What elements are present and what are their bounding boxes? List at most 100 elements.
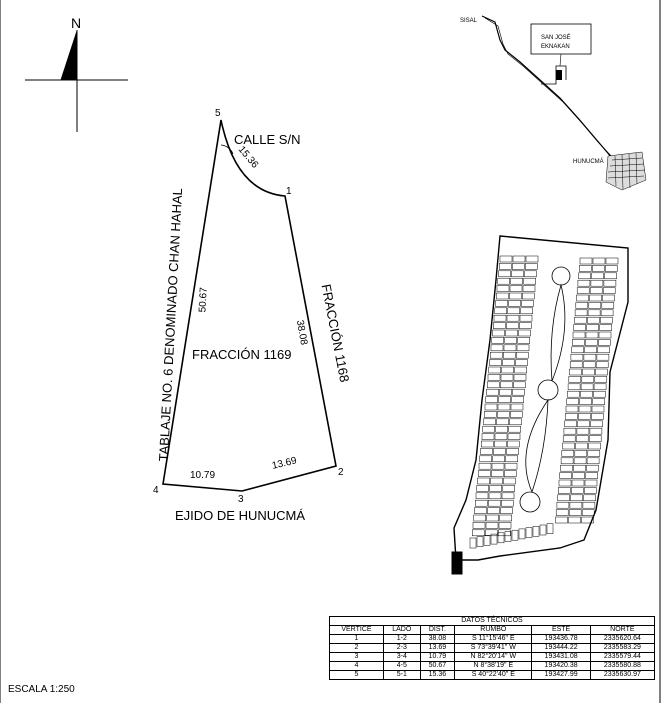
lot (598, 331, 612, 339)
lot (595, 368, 608, 376)
lot (592, 257, 606, 265)
lot (493, 314, 507, 322)
subdivision-plan (451, 235, 629, 575)
col-este: ESTE (531, 625, 591, 635)
lot (511, 270, 524, 278)
lot (556, 501, 570, 509)
lot (516, 344, 530, 352)
lot (519, 314, 533, 322)
lot (495, 425, 508, 433)
lot (490, 351, 503, 359)
lot (481, 433, 495, 440)
lot (575, 442, 588, 450)
lot (578, 272, 591, 280)
lot (584, 346, 597, 354)
lot (518, 528, 526, 540)
lot (515, 359, 528, 366)
lot (575, 302, 589, 309)
lot (484, 403, 498, 411)
lot (566, 398, 579, 405)
lot (562, 442, 575, 450)
lot (491, 462, 505, 470)
vertex-5: 5 (215, 108, 221, 119)
lot (569, 368, 582, 376)
lot (578, 405, 592, 413)
lot (487, 374, 501, 381)
lot (501, 499, 514, 507)
cell: 15.36 (419, 670, 456, 680)
lot (483, 535, 491, 546)
lot (512, 255, 526, 263)
lot (571, 487, 584, 494)
lot (568, 376, 582, 383)
location-map: SAN JOSÉ EKNAKAN SISAL HUNUCMÁ (460, 15, 647, 191)
lot (570, 494, 583, 502)
lot (523, 277, 536, 285)
lot (518, 329, 531, 337)
lot (499, 263, 512, 270)
lot (475, 492, 489, 500)
lot (539, 524, 547, 536)
lot (562, 435, 576, 442)
lot (513, 374, 527, 381)
lot (509, 292, 522, 300)
col-lado: LADO (382, 625, 421, 635)
lot (579, 398, 592, 405)
cell: N 8°38'19" E (454, 661, 533, 671)
lot (522, 292, 535, 300)
lot (513, 381, 526, 389)
lot (592, 398, 605, 405)
lot (521, 300, 534, 307)
san-jose-label-2: EKNAKAN (541, 44, 570, 50)
lot (487, 381, 500, 389)
cell: 1 (329, 634, 384, 644)
lot (479, 455, 492, 463)
south-neighbor-label: EJIDO DE HUNUCMÁ (175, 508, 305, 523)
lot (560, 457, 574, 465)
lot (525, 527, 533, 538)
cell: 10.79 (419, 652, 456, 662)
lot (572, 339, 585, 346)
lot (591, 272, 604, 280)
lot (588, 435, 602, 442)
lot (514, 366, 527, 374)
lot (496, 285, 510, 292)
lot (572, 472, 585, 479)
cell: 3-4 (382, 652, 421, 662)
lot (499, 255, 513, 263)
lot (476, 536, 484, 547)
lot (509, 418, 522, 426)
cell: 1-2 (382, 634, 421, 644)
lot (510, 277, 523, 285)
cell: 4-5 (382, 661, 421, 671)
lot (506, 314, 520, 322)
lot (597, 346, 610, 354)
lot (505, 329, 518, 337)
lot (489, 485, 502, 492)
lot (595, 361, 609, 368)
lot (509, 285, 523, 292)
lot (501, 492, 515, 500)
lot (507, 440, 520, 448)
lot (495, 300, 508, 307)
lot (497, 532, 505, 544)
lot (501, 366, 514, 374)
lot (580, 383, 594, 391)
north-label: N (71, 15, 81, 31)
lot (481, 440, 494, 448)
lot (570, 353, 584, 361)
lot (578, 413, 591, 420)
lot (584, 479, 598, 487)
lot (493, 448, 506, 455)
lot (583, 353, 597, 361)
lot (574, 316, 587, 324)
lot (498, 522, 512, 529)
lot (557, 494, 570, 502)
cell: 50.67 (419, 661, 456, 671)
lot (490, 477, 503, 485)
lot (504, 337, 517, 344)
cell: 3 (329, 652, 384, 662)
lot (508, 425, 521, 433)
lot (569, 501, 583, 509)
